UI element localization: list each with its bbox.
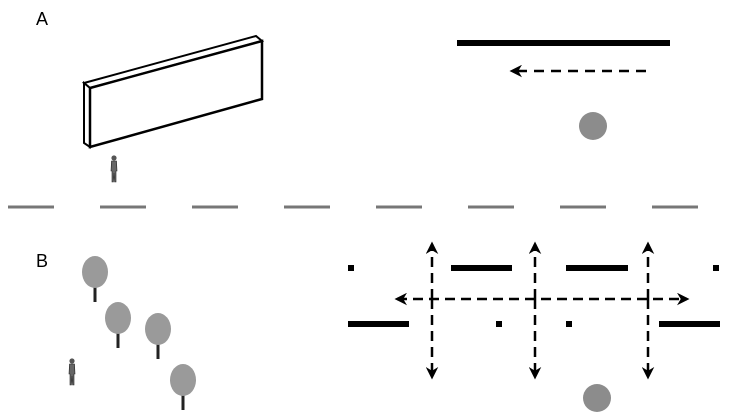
dashed-arrow-icon-b [394, 241, 690, 380]
tree-icon-3 [145, 313, 171, 359]
wall-segments-b [348, 265, 720, 327]
person-icon-b [68, 358, 76, 386]
person-icon-a [110, 155, 118, 183]
tree-icon-2 [105, 302, 131, 348]
wall-panel-icon [81, 34, 265, 149]
circle-icon-a [579, 112, 607, 140]
panel-b-label: B [36, 251, 49, 271]
tree-icon-4 [170, 364, 196, 410]
panel-a-label: A [36, 9, 49, 29]
tree-icon-1 [82, 256, 108, 302]
circle-icon-b [583, 384, 611, 412]
